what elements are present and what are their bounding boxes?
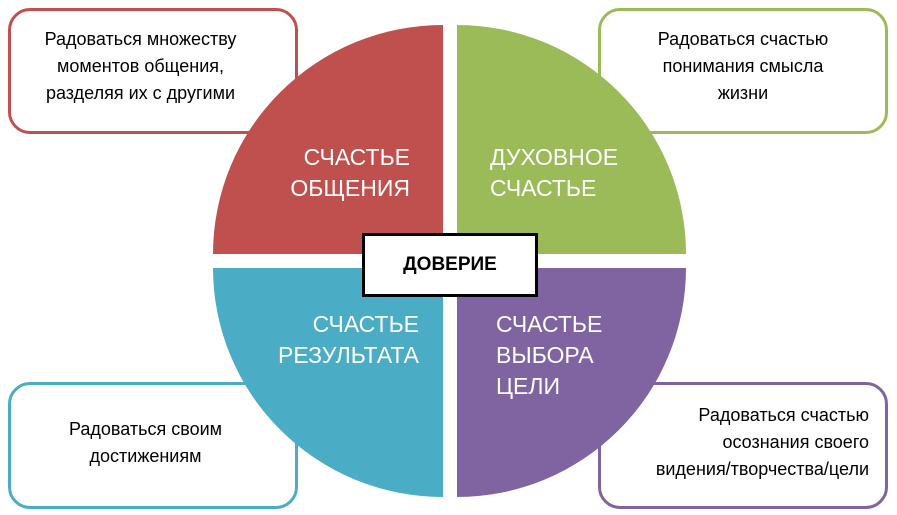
quadrant-goal: СЧАСТЬЕ ВЫБОРА ЦЕЛИ xyxy=(457,268,686,497)
quadrant-spiritual-label: ДУХОВНОЕ СЧАСТЬЕ xyxy=(490,144,619,201)
callout-result: Радоваться своим достижениям xyxy=(8,382,298,509)
callout-result-text: Радоваться своим достижениям xyxy=(68,418,223,466)
quadrant-result-label: СЧАСТЬЕ РЕЗУЛЬТАТА xyxy=(278,311,419,368)
quadrant-result: СЧАСТЬЕ РЕЗУЛЬТАТА xyxy=(213,268,443,497)
callout-goal-text: Радоваться счастью осознания своего виде… xyxy=(655,405,869,479)
center-trust-box: ДОВЕРИЕ xyxy=(362,233,538,297)
callout-spiritual: Радоваться счастью понимания смысла жизн… xyxy=(598,8,888,134)
quadrant-goal-label: СЧАСТЬЕ ВЫБОРА ЦЕЛИ xyxy=(496,311,603,399)
quadrant-communication-label: СЧАСТЬЕ ОБЩЕНИЯ xyxy=(290,144,410,201)
callout-goal: Радоваться счастью осознания своего виде… xyxy=(598,382,888,509)
callout-communication: Радоваться множеству моментов общения, р… xyxy=(8,8,298,134)
callout-communication-text: Радоваться множеству моментов общения, р… xyxy=(44,28,237,103)
callout-spiritual-text: Радоваться счастью понимания смысла жизн… xyxy=(657,28,829,103)
center-trust-label: ДОВЕРИЕ xyxy=(403,254,497,275)
